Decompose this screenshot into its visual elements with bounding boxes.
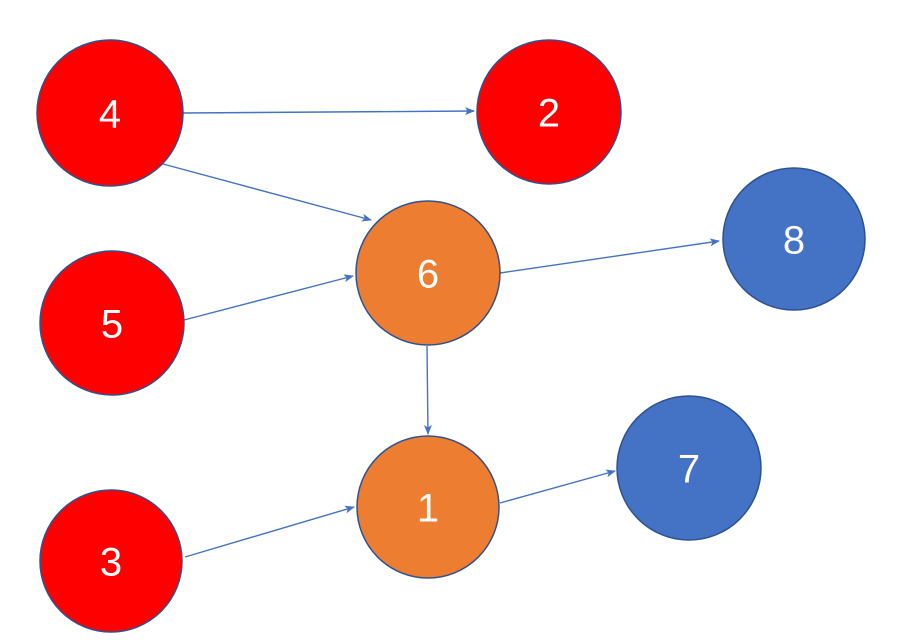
node-5-circle[interactable]: [39, 250, 185, 396]
node-2[interactable]: 2: [476, 39, 622, 185]
node-8[interactable]: 8: [722, 167, 866, 311]
node-7[interactable]: 7: [616, 395, 762, 541]
edge-4-to-2: [182, 107, 475, 116]
node-3[interactable]: 3: [39, 489, 183, 633]
edge-3-to-1: [184, 505, 355, 558]
node-8-circle[interactable]: [722, 167, 866, 311]
edge-6-to-8: [499, 238, 720, 274]
node-4[interactable]: 4: [36, 39, 184, 187]
node-3-circle[interactable]: [39, 489, 183, 633]
node-2-circle[interactable]: [476, 39, 622, 185]
edge-1-to-7: [499, 469, 616, 504]
node-5[interactable]: 5: [39, 250, 185, 396]
node-1[interactable]: 1: [356, 435, 500, 579]
edge-4-to-6: [162, 163, 372, 222]
node-4-circle[interactable]: [36, 39, 184, 187]
node-6-circle[interactable]: [355, 200, 501, 346]
edge-5-to-6: [183, 274, 354, 321]
node-7-circle[interactable]: [616, 395, 762, 541]
edge-6-to-1: [423, 345, 432, 435]
node-1-circle[interactable]: [356, 435, 500, 579]
node-6[interactable]: 6: [355, 200, 501, 346]
